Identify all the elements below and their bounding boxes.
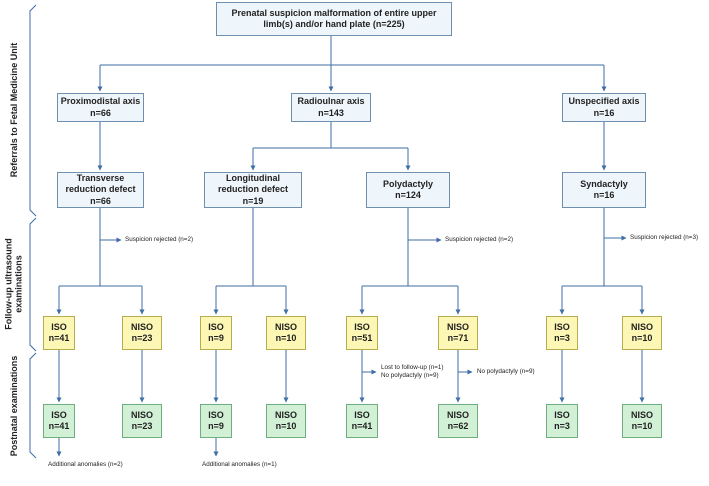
defect-count: n=66 [90,195,111,206]
box-label: NISO [130,409,153,420]
postnatal-box-transverse-iso: ISO n=41 [43,404,75,438]
box-count: n=23 [131,421,153,431]
note-additional-anomalies-transverse: Additional anomalies (n=2) [48,461,123,468]
postnatal-box-polydactyly-niso: NISO n=62 [438,404,478,438]
box-label: ISO [208,321,224,332]
defect-box-longitudinal: Longitudinal reduction defect n=19 [204,172,302,208]
axis-count: n=143 [318,107,344,118]
defect-label: Syndactyly [580,178,628,189]
box-count: n=10 [631,421,653,431]
box-count: n=71 [447,333,469,343]
defect-label: Polydactyly [382,178,434,189]
top-line2: limb(s) and/or hand plate (n=225) [263,19,405,29]
box-count: n=10 [631,333,653,343]
followup-box-syndactyly-niso: NISO n=10 [622,316,662,350]
defect-line1: Transverse [76,173,125,184]
followup-box-syndactyly-iso: ISO n=3 [546,316,578,350]
axis-label: Radioulnar axis [297,96,365,107]
box-label: NISO [274,321,297,332]
defect-count: n=19 [242,195,264,206]
box-label: ISO [51,409,67,420]
box-count: n=23 [131,333,153,343]
side-label-followup-line2: examinations [14,255,24,313]
defect-line2: reduction defect [65,184,136,195]
box-label: ISO [554,409,570,420]
box-count: n=62 [447,421,469,431]
box-count: n=10 [275,421,297,431]
axis-count: n=16 [593,107,615,118]
followup-box-polydactyly-niso: NISO n=71 [438,316,478,350]
box-count: n=10 [275,333,297,343]
box-count: n=41 [48,421,70,431]
defect-box-polydactyly: Polydactyly n=124 [366,172,450,208]
followup-box-longitudinal-niso: NISO n=10 [266,316,306,350]
note-no-polydactyly-iso: No polydactyly (n=9) [381,372,439,379]
note-suspicion-rejected-transverse: Suspicion rejected (n=2) [125,236,194,243]
note-suspicion-rejected-syndactyly: Suspicion rejected (n=3) [630,234,699,241]
box-count: n=51 [351,333,373,343]
note-no-polydactyly-niso: No polydactyly (n=9) [477,368,535,375]
defect-line2: reduction defect [217,184,288,195]
defect-count: n=124 [395,190,421,200]
followup-box-polydactyly-iso: ISO n=51 [346,316,378,350]
defect-box-syndactyly: Syndactyly n=16 [562,172,646,208]
box-label: NISO [274,409,297,420]
side-label-followup-line1: Follow-up ultrasound [3,238,14,330]
note-lost-follow-up: Lost to follow-up (n=1) [381,364,444,371]
box-label: NISO [446,321,469,332]
postnatal-box-polydactyly-iso: ISO n=41 [346,404,378,438]
box-label: ISO [354,321,370,332]
box-count: n=3 [554,333,570,343]
followup-box-transverse-niso: NISO n=23 [122,316,162,350]
defect-count: n=16 [593,190,615,200]
box-label: NISO [630,321,653,332]
box-label: NISO [446,409,469,420]
box-count: n=41 [48,333,70,343]
box-count: n=9 [208,421,224,431]
axis-label: Proximodistal axis [60,96,141,107]
postnatal-box-syndactyly-iso: ISO n=3 [546,404,578,438]
box-label: NISO [630,409,653,420]
note-suspicion-rejected-polydactyly: Suspicion rejected (n=2) [445,236,514,243]
note-additional-anomalies-longitudinal: Additional anomalies (n=1) [202,461,277,468]
postnatal-box-syndactyly-niso: NISO n=10 [622,404,662,438]
box-label: ISO [354,409,370,420]
top-box: Prenatal suspicion malformation of entir… [216,2,452,36]
axis-box-proximodistal: Proximodistal axis n=66 [57,93,144,122]
box-label: NISO [130,321,153,332]
axis-box-unspecified: Unspecified axis n=16 [562,93,646,122]
postnatal-box-transverse-niso: NISO n=23 [122,404,162,438]
box-label: ISO [208,409,224,420]
axis-count: n=66 [90,107,111,118]
box-count: n=41 [351,421,373,431]
box-count: n=9 [208,333,224,343]
defect-line1: Longitudinal [226,173,280,184]
defect-box-transverse: Transverse reduction defect n=66 [57,172,144,208]
axis-box-radioulnar: Radioulnar axis n=143 [291,93,371,122]
side-label-postnatal: Postnatal examinations [9,355,19,457]
box-count: n=3 [554,421,570,431]
box-label: ISO [554,321,570,332]
side-label-followup: Follow-up ultrasound examinations [4,238,25,330]
postnatal-box-longitudinal-iso: ISO n=9 [200,404,232,438]
followup-box-transverse-iso: ISO n=41 [43,316,75,350]
box-label: ISO [51,321,67,332]
axis-label: Unspecified axis [568,96,640,107]
top-line1: Prenatal suspicion malformation of entir… [231,7,437,18]
side-label-referrals: Referrals to Fetal Medicine Unit [9,42,19,178]
postnatal-box-longitudinal-niso: NISO n=10 [266,404,306,438]
followup-box-longitudinal-iso: ISO n=9 [200,316,232,350]
